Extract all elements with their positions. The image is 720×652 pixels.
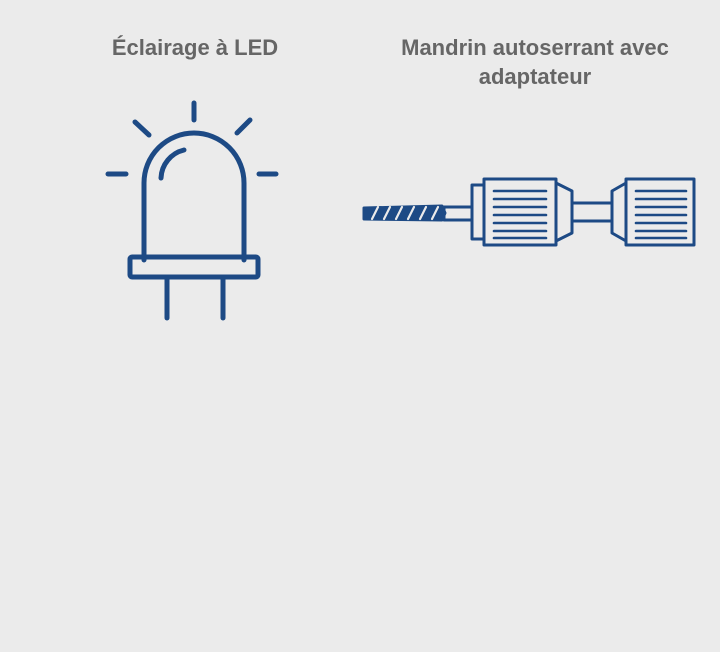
feature-title-led: Éclairage à LED <box>111 35 279 60</box>
feature-title-chuck: Mandrin autoserrant avec adaptateur <box>401 35 669 89</box>
led-icon <box>105 100 279 321</box>
drill-chuck-adapter-icon <box>362 177 696 247</box>
